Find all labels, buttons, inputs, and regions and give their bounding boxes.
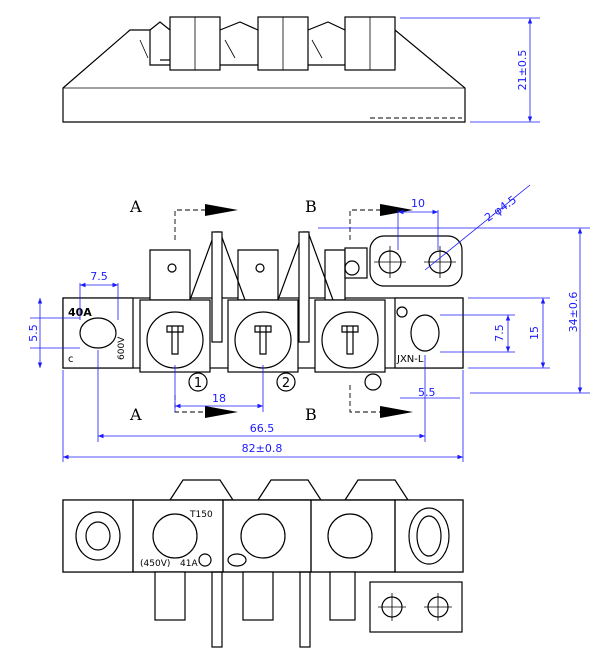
tabs-top — [149, 231, 368, 343]
slot-height-label: 5.5 — [27, 324, 40, 342]
section-b-top: B — [305, 197, 317, 216]
front-view: A B A B 40A 600V c JXN-L — [27, 184, 590, 462]
total-width-label: 82±0.8 — [242, 442, 283, 455]
bottom-view: T150 (450V) 41A — [62, 479, 464, 648]
hole-spacing-label: 10 — [411, 197, 425, 210]
tab-width-label: 7.5 — [90, 270, 108, 283]
screw-terminals — [139, 299, 386, 373]
mounting-tab — [369, 235, 463, 287]
terminal-number-1: 1 — [194, 376, 202, 391]
side-view: 21±0.5 — [62, 16, 540, 123]
section-a-top: A — [129, 197, 142, 216]
temp-label: T150 — [189, 510, 213, 520]
right-slot-label: 7.5 — [493, 324, 506, 342]
height-top-label: 21±0.5 — [516, 50, 529, 91]
voltage-bottom: (450V) — [140, 559, 170, 569]
span-label: 66.5 — [250, 422, 275, 435]
right-height-label: 15 — [528, 326, 541, 340]
current-bottom: 41A — [180, 559, 198, 569]
terminal-number-2: 2 — [282, 376, 290, 391]
model-label: JXN-L — [396, 354, 424, 365]
cert-mark: c — [68, 354, 74, 365]
rating-voltage: 600V — [117, 336, 127, 360]
section-a-bottom: A — [129, 405, 142, 424]
total-height-label: 34±0.6 — [567, 292, 580, 333]
pitch-label: 18 — [212, 392, 226, 405]
offset-label: 5.5 — [418, 386, 436, 399]
section-b-bottom: B — [305, 405, 317, 424]
hole-dia-label: 2-φ4.5 — [482, 193, 519, 224]
